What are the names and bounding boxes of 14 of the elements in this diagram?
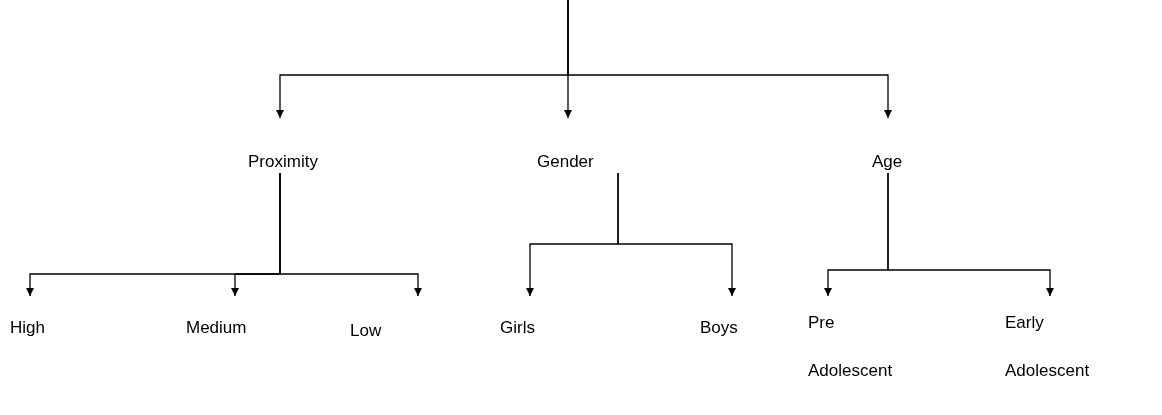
tree-connector-arrow [617, 172, 736, 297]
category-label: Early Adolescent [1005, 296, 1105, 395]
tree-connector-arrow [279, 172, 422, 297]
category-label: Low [350, 296, 382, 342]
category-label: Gender [537, 118, 594, 173]
tree-connector-arrow [567, 0, 892, 119]
category-label: High [10, 296, 45, 339]
category-label: Boys [700, 296, 738, 339]
category-label: Pre Adolescent [808, 296, 908, 395]
tree-connector-arrow [887, 172, 1054, 297]
category-label: Girls [500, 296, 535, 339]
category-label: Proximity [248, 118, 318, 173]
category-label: Medium [186, 296, 247, 339]
category-label: Age [872, 118, 903, 173]
